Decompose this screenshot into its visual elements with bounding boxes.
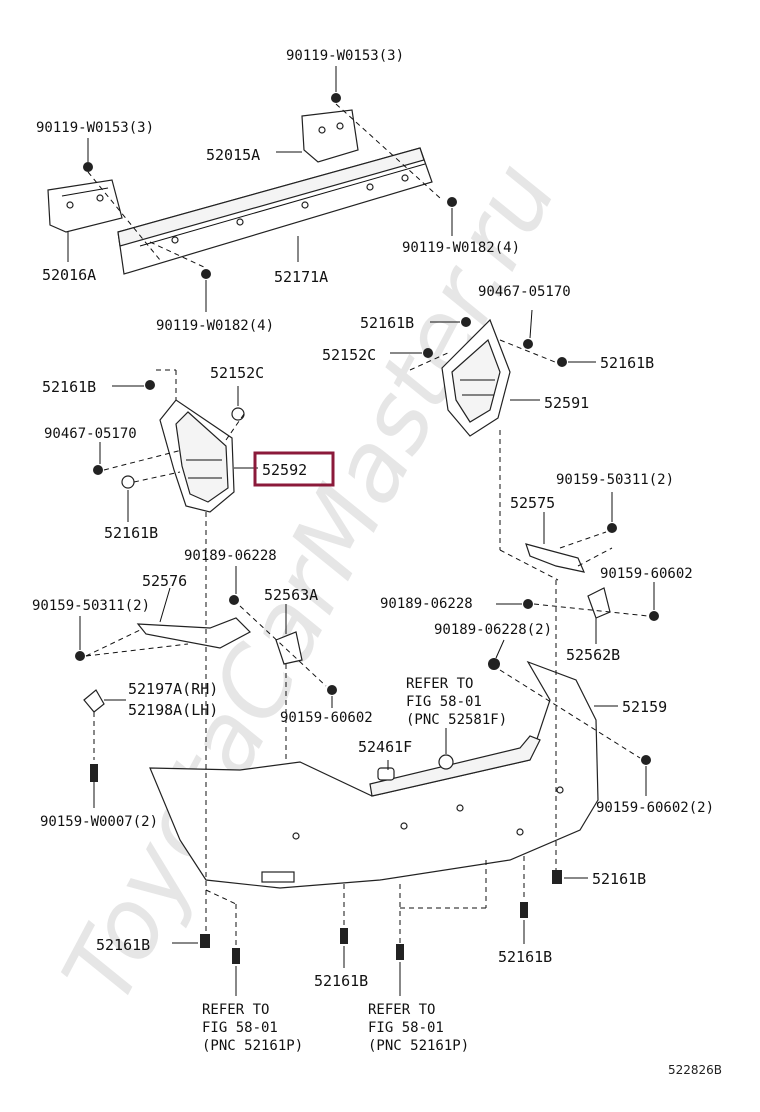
label-52161B-g: 52161B [498, 948, 552, 966]
label-52575: 52575 [510, 494, 555, 512]
reinforcement-beam [117, 147, 433, 275]
label-52161B-h: 52161B [314, 972, 368, 990]
label-52161B-e: 52161B [592, 870, 646, 888]
label-90467-05170-right: 90467-05170 [478, 284, 571, 300]
label-52461F: 52461F [358, 738, 412, 756]
bolt-90159-W0007 [90, 764, 98, 782]
label-90159-60602-mid: 90159-60602 [280, 710, 373, 726]
label-52563A: 52563A [264, 586, 318, 604]
svg-text:FIG 58-01: FIG 58-01 [406, 694, 482, 710]
label-90189-06228-mid: 90189-06228 [380, 596, 473, 612]
svg-text:FIG 58-01: FIG 58-01 [202, 1020, 278, 1036]
label-52015A: 52015A [206, 146, 260, 164]
reference-52161P-right: REFER TO FIG 58-01 (PNC 52161P) [368, 1002, 469, 1054]
bracket-right [301, 109, 359, 163]
label-90159-50311-right: 90159-50311(2) [556, 472, 674, 488]
label-90119-W0153-top: 90119-W0153(3) [286, 48, 404, 64]
label-90159-50311-left: 90159-50311(2) [32, 598, 150, 614]
bumper-cover [149, 660, 599, 889]
label-52576: 52576 [142, 572, 187, 590]
svg-text:(PNC 52161P): (PNC 52161P) [368, 1038, 469, 1054]
label-52591: 52591 [544, 394, 589, 412]
label-52161B-c: 52161B [42, 378, 96, 396]
svg-text:FIG 58-01: FIG 58-01 [368, 1020, 444, 1036]
label-90189-06228-2: 90189-06228(2) [434, 622, 552, 638]
label-52592: 52592 [262, 461, 307, 479]
label-52161B-a: 52161B [360, 314, 414, 332]
bracket-52563A [275, 631, 303, 665]
label-90467-05170-left: 90467-05170 [44, 426, 137, 442]
retainer-left [159, 399, 235, 513]
clip-52197A [83, 689, 105, 713]
label-52016A: 52016A [42, 266, 96, 284]
label-52152C-left: 52152C [210, 364, 264, 382]
image-code: 522826B [668, 1063, 722, 1077]
label-90159-60602-right: 90159-60602 [600, 566, 693, 582]
label-52161B-d: 52161B [104, 524, 158, 542]
svg-text:REFER TO: REFER TO [202, 1002, 269, 1018]
svg-text:(PNC 52161P): (PNC 52161P) [202, 1038, 303, 1054]
bracket-left [47, 179, 123, 233]
label-90159-60602-2: 90159-60602(2) [596, 800, 714, 816]
label-52197A: 52197A(RH) [128, 680, 218, 698]
reference-52581F: REFER TO FIG 58-01 (PNC 52581F) [406, 676, 507, 728]
label-90119-W0153-left: 90119-W0153(3) [36, 120, 154, 136]
label-52161B-b: 52161B [600, 354, 654, 372]
retainer-right [441, 318, 511, 437]
svg-text:REFER TO: REFER TO [406, 676, 473, 692]
label-90119-W0182-right: 90119-W0182(4) [402, 240, 520, 256]
label-52562B: 52562B [566, 646, 620, 664]
label-52152C-right: 52152C [322, 346, 376, 364]
bracket-52575 [525, 543, 586, 573]
label-90159-W0007: 90159-W0007(2) [40, 814, 158, 830]
svg-text:(PNC 52581F): (PNC 52581F) [406, 712, 507, 728]
label-90189-06228-top: 90189-06228 [184, 548, 277, 564]
svg-text:REFER TO: REFER TO [368, 1002, 435, 1018]
reference-52161P-left: REFER TO FIG 58-01 (PNC 52161P) [202, 1002, 303, 1054]
highlight-box [253, 451, 335, 487]
fastener-icon [200, 870, 562, 964]
label-90119-W0182-left: 90119-W0182(4) [156, 318, 274, 334]
bolt-icon [83, 93, 457, 279]
bracket-52562B [587, 587, 611, 619]
label-52159: 52159 [622, 698, 667, 716]
label-52198A: 52198A(LH) [128, 701, 218, 719]
bracket-52576 [136, 617, 251, 649]
label-52161B-f: 52161B [96, 936, 150, 954]
label-52171A: 52171A [274, 268, 328, 286]
